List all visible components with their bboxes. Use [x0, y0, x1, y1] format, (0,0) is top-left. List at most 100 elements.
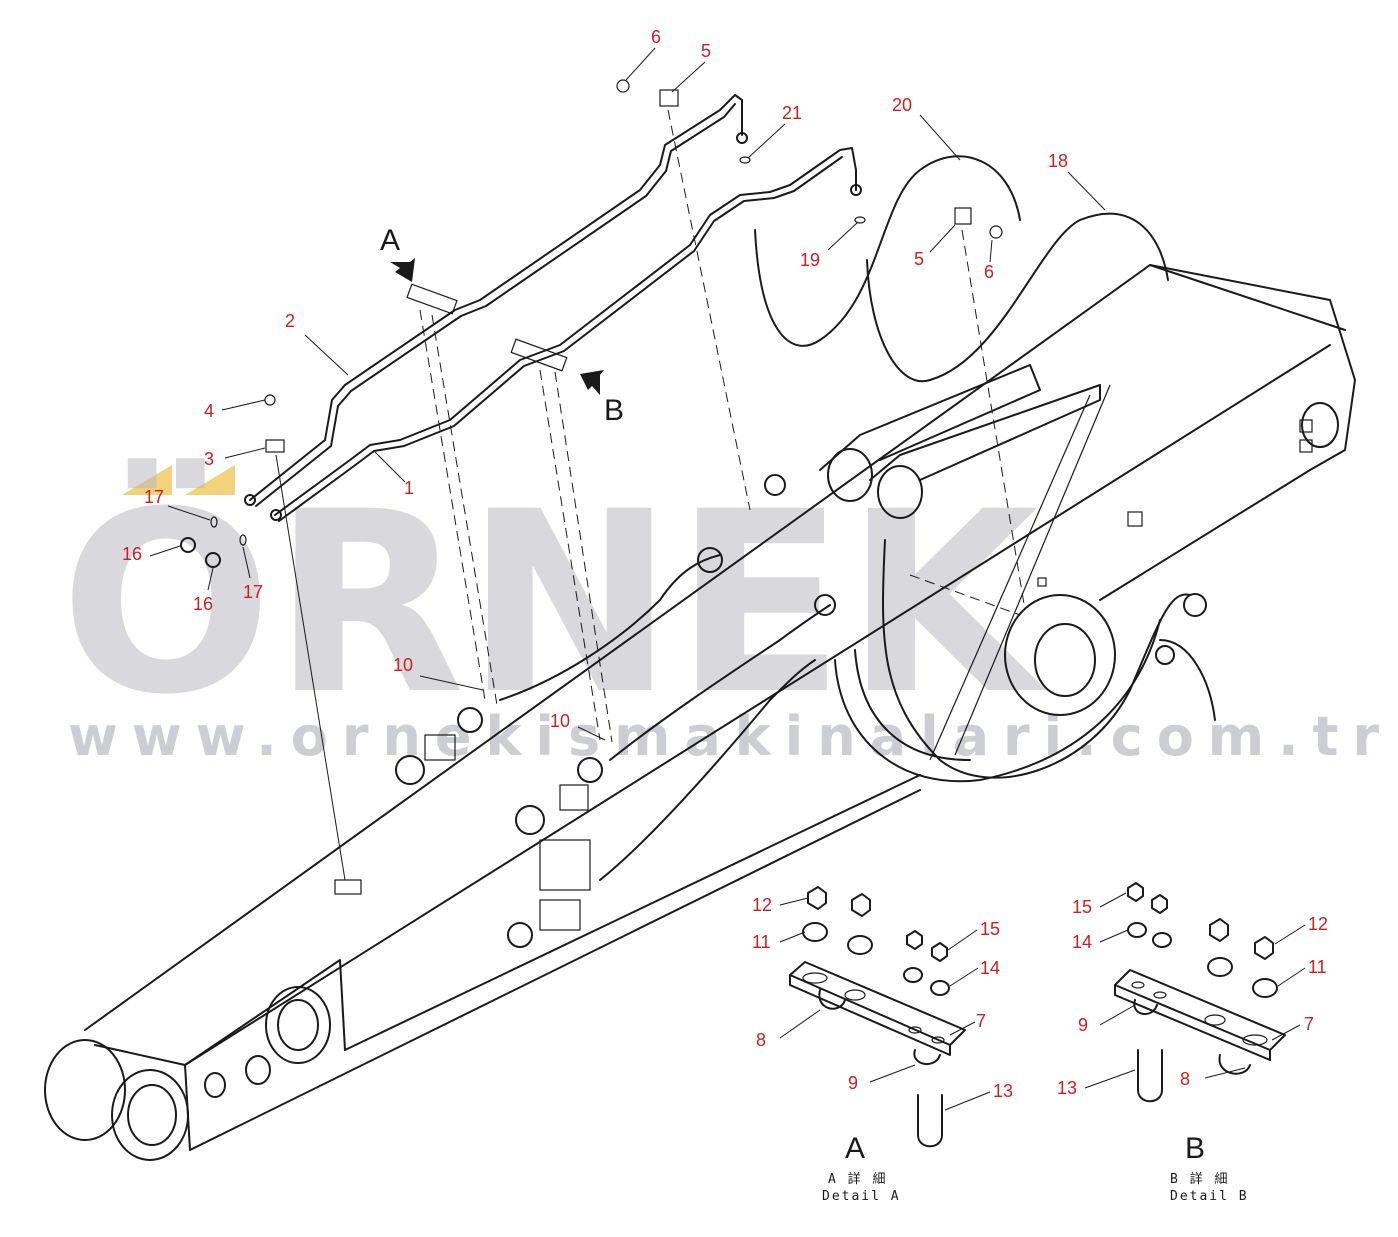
boom-boss-small: [245, 1055, 271, 1085]
cylinder-bracket: [819, 364, 1041, 471]
assembly-lines: [275, 109, 1026, 881]
callout-13-detail-b: 13: [1057, 1078, 1077, 1098]
leader-lines: [149, 47, 1306, 1111]
dash-clamp-a-1: [419, 309, 486, 701]
callout-5: 5: [701, 41, 711, 61]
callout-16-lower: 16: [193, 594, 213, 614]
detail-a-nut-12b: [851, 893, 871, 917]
dash-clamp-b-2: [554, 371, 613, 743]
boom-foot-pin: [127, 1084, 177, 1146]
detail-a-clamp-half-9: [913, 1049, 941, 1065]
callout-6-right: 6: [984, 262, 994, 282]
detail-a-slot-2: [844, 989, 866, 1001]
dash-clamp-a-2: [431, 314, 498, 706]
o-ring-21: [739, 156, 751, 164]
detail-a-caption-en: Detail A: [822, 1189, 901, 1204]
pipe-2-edge: [255, 103, 736, 507]
boom-head-bolt-2: [1299, 439, 1313, 453]
detail-b-u-bolt: [1137, 1049, 1163, 1103]
detail-b-slot-1: [1204, 1014, 1226, 1026]
fitting-left-2: [457, 707, 483, 733]
view-label-a: A: [380, 224, 400, 257]
callout-14-detail-b: 14: [1072, 932, 1092, 952]
detail-b-plate-side: [1114, 984, 1271, 1061]
callout-8-detail-a: 8: [756, 1030, 766, 1050]
detail-a-u-bolt: [917, 1094, 943, 1148]
detail-b-title: B: [1185, 1132, 1205, 1165]
pipe-2-end: [244, 494, 256, 506]
hose-main-3: [854, 649, 971, 761]
pipe-1-edge: [278, 156, 843, 522]
boom-foot-boss: [265, 986, 331, 1064]
boom-head: [1099, 264, 1356, 601]
boom-head-boss: [1301, 402, 1339, 448]
callout-16: 16: [122, 544, 142, 564]
detail-b-hole-1: [1131, 981, 1145, 989]
boom-nut: [1127, 511, 1143, 527]
fitting-mid-2: [577, 757, 603, 783]
callout-1: 1: [404, 478, 414, 498]
detail-b-nut-12: [1209, 918, 1229, 942]
logo-accent-left: [122, 465, 172, 495]
detail-a-nut-15: [906, 930, 923, 950]
cylinder-bracket-2: [869, 384, 1101, 481]
dash-right-clamp-2: [909, 574, 1021, 616]
detail-a-plate-side: [789, 974, 951, 1056]
detail-a-washer-11b: [847, 935, 873, 955]
detail-a-plate: [789, 961, 966, 1046]
callout-12-detail-b: 12: [1308, 914, 1328, 934]
hose-18: [866, 212, 1169, 383]
boom-web-line: [929, 394, 1091, 761]
boom-foot-roller-outer: [44, 1039, 126, 1141]
cap-16-a: [180, 537, 196, 553]
boom-clamp-lower: [334, 879, 362, 895]
hose-20: [754, 155, 1021, 347]
boom-side-bottom-edge: [184, 789, 921, 1151]
detail-b-caption-en: Detail B: [1170, 1189, 1249, 1204]
dash-clamp-b-1: [539, 369, 601, 741]
detail-a-slot-1: [802, 972, 828, 984]
pipe-1-top-end: [850, 184, 862, 196]
detail-a-hole-1: [908, 1026, 922, 1034]
callout-11-detail-a: 11: [752, 932, 771, 952]
callout-18: 18: [1048, 151, 1068, 171]
logo-accent-right: [185, 465, 235, 495]
fitting-left-1: [395, 755, 425, 785]
callout-15-detail-a: 15: [980, 919, 1000, 939]
watermark-url: www.ornekismakinalari.com.tr: [68, 705, 1393, 768]
boom-structure: [44, 264, 1356, 1161]
o-ring-19: [854, 216, 866, 224]
boom-foot-boss-inner: [277, 999, 319, 1051]
fitting-low-1: [507, 922, 533, 948]
valve-block-2: [559, 784, 589, 811]
steel-pipes: [180, 79, 1003, 568]
detail-a-title: A: [845, 1132, 865, 1165]
o-ring-17-a: [210, 516, 218, 528]
callout-7-detail-a: 7: [976, 1011, 986, 1031]
valve-bracket: [539, 839, 591, 891]
detail-b-washer-11: [1207, 957, 1233, 977]
valve-block-3: [539, 899, 581, 931]
callout-10-right: 10: [550, 711, 570, 731]
detail-b-nut-15: [1127, 882, 1144, 902]
detail-b: B B 詳 細 Detail B: [1114, 882, 1286, 1204]
hose-a-lower: [499, 554, 721, 701]
pipe-2: [249, 94, 743, 501]
detail-a-washer-11: [802, 922, 828, 942]
hose-b-lower: [609, 604, 831, 761]
pipe-clamp-b: [510, 338, 568, 372]
callout-20: 20: [892, 95, 912, 115]
callout-7-detail-b: 7: [1304, 1014, 1314, 1034]
callout-8-detail-b: 8: [1180, 1069, 1190, 1089]
hose-c-lower: [599, 659, 816, 881]
callout-2: 2: [285, 311, 295, 331]
cap-16-b: [205, 552, 221, 568]
hose-main-2: [834, 619, 1161, 783]
boom-boss-small-2: [204, 1072, 226, 1098]
boom-lower-chord: [344, 774, 921, 1051]
callout-4: 4: [204, 401, 214, 421]
view-arrows: A B: [380, 224, 624, 427]
detail-b-nut-15b: [1151, 894, 1168, 914]
